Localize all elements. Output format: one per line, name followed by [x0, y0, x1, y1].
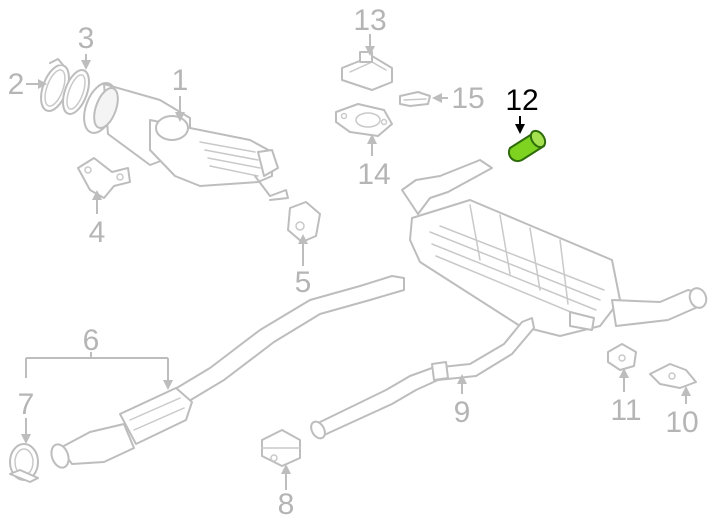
label-7: 7 — [18, 388, 35, 421]
part-10-bracket — [649, 363, 697, 389]
part-5-hanger — [287, 201, 321, 243]
part-9-pipe — [310, 317, 535, 440]
leader-lines — [21, 34, 691, 490]
part-labels: 1 2 3 4 5 6 7 8 9 10 11 12 13 14 15 — [8, 4, 699, 518]
label-13: 13 — [353, 4, 386, 37]
label-11: 11 — [610, 394, 641, 427]
part-6-front-pipe — [50, 275, 405, 469]
label-6: 6 — [83, 324, 100, 357]
part-4-bracket — [77, 157, 131, 199]
label-4: 4 — [89, 216, 106, 249]
part-3-gasket — [62, 69, 90, 115]
label-15: 15 — [451, 82, 484, 115]
part-1-catalytic-converter — [83, 82, 289, 201]
label-10: 10 — [665, 406, 698, 439]
label-5: 5 — [295, 266, 312, 299]
label-3: 3 — [78, 22, 95, 55]
label-9: 9 — [454, 396, 471, 429]
part-11-bracket — [607, 343, 637, 371]
label-12: 12 — [505, 84, 538, 117]
part-7-clamp — [9, 443, 39, 483]
label-2: 2 — [8, 68, 25, 101]
label-14: 14 — [357, 158, 390, 191]
part-15-clip — [399, 91, 431, 107]
part-14-gasket-plate — [335, 103, 393, 137]
label-8: 8 — [278, 488, 295, 518]
part-13-actuator — [341, 51, 393, 91]
part-12-sleeve[interactable] — [508, 128, 548, 162]
part-rear-silencer — [401, 159, 708, 337]
label-1: 1 — [172, 64, 189, 97]
part-8-clamp — [261, 429, 301, 467]
